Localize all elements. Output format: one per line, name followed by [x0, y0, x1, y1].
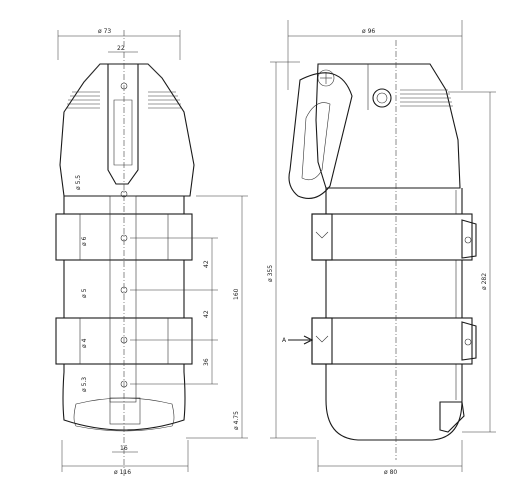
- side-lever: [288, 72, 353, 199]
- side-left-height: ø 355: [267, 265, 274, 282]
- front-vdim-3: 160: [233, 288, 240, 300]
- view-arrow-label: A: [282, 337, 287, 344]
- front-top-dim: ø 73: [98, 28, 111, 35]
- front-dim-4: ø 4: [81, 338, 88, 348]
- side-strap-top: [311, 213, 473, 261]
- side-bottom-dim: ø 80: [384, 469, 397, 476]
- front-view: ø 73 22 ø 116 16 ø 5.5: [55, 28, 248, 476]
- front-dim-1: ø 5.5: [75, 175, 82, 190]
- front-vdim-5: ø 4.75: [233, 411, 240, 430]
- side-foot: [439, 401, 465, 433]
- grip-ribs: [66, 91, 182, 109]
- front-bottom-dim: ø 116: [114, 469, 131, 476]
- front-top-slot-dim: 22: [117, 45, 125, 52]
- front-dim-5: ø 5.3: [81, 377, 88, 392]
- front-vdim-4: 36: [203, 358, 210, 366]
- side-grip-ribs: [400, 89, 453, 107]
- front-vdim-1: 42: [203, 260, 210, 268]
- front-dim-2: ø 6: [81, 236, 88, 246]
- valve-knob-icon: [372, 88, 392, 108]
- side-top-dim: ø 96: [362, 28, 375, 35]
- side-view: ø 96 ø 80 ø 355 ø 282: [267, 20, 496, 476]
- side-strap-bottom: [311, 317, 473, 365]
- side-right-height: ø 282: [481, 273, 488, 290]
- front-vdim-2: 42: [203, 310, 210, 318]
- front-dim-3: ø 5: [81, 288, 88, 298]
